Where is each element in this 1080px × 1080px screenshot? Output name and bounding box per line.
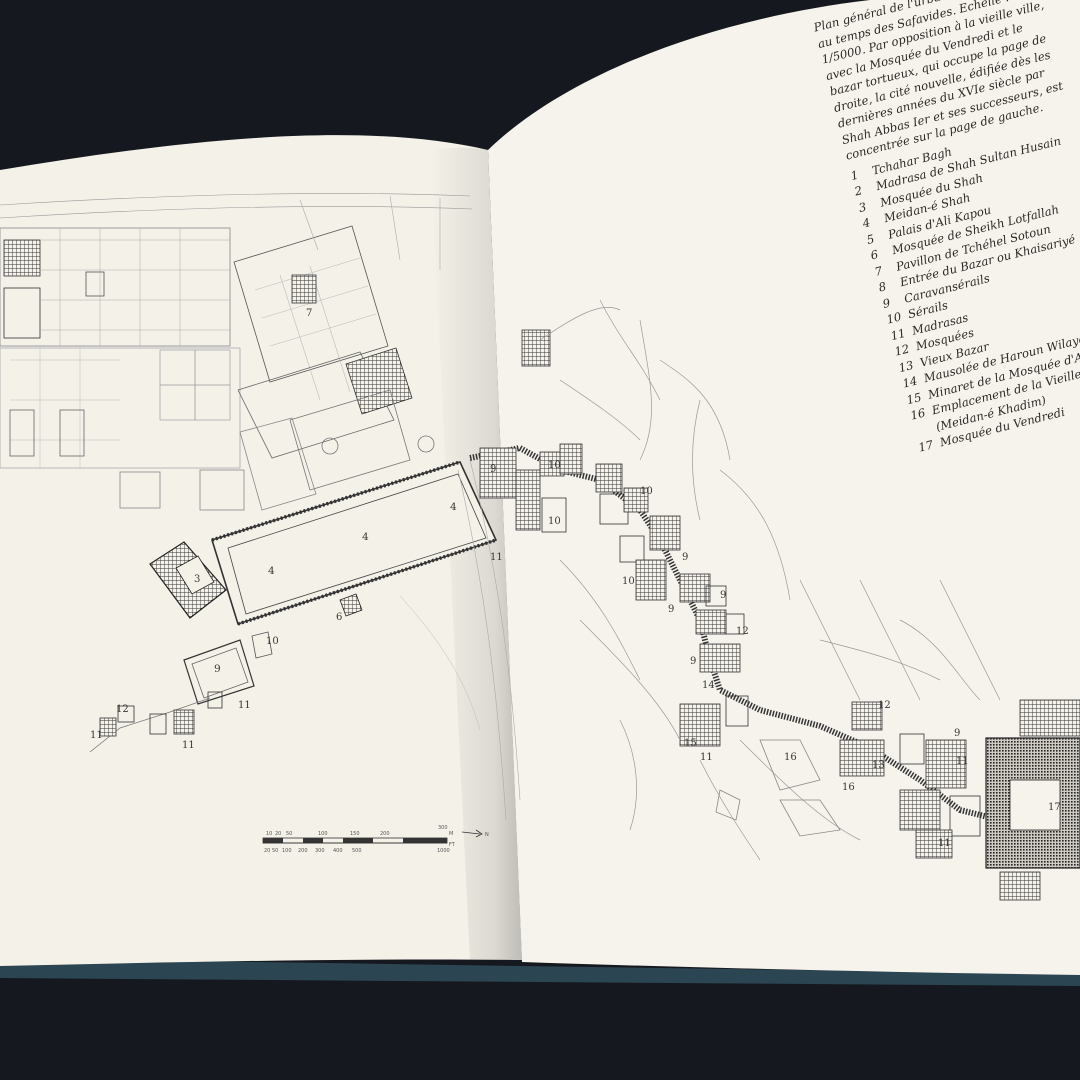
map-label: 10 xyxy=(548,460,561,471)
map-label: 9 xyxy=(668,604,674,615)
map-label: 17 xyxy=(1048,802,1061,813)
scale-bottom-tick: 20 xyxy=(264,848,270,854)
scale-top-tick: 150 xyxy=(350,831,360,837)
map-label: 9 xyxy=(214,663,221,675)
scale-bottom-tick: 500 xyxy=(352,848,362,854)
map-label: 16 xyxy=(784,752,797,763)
map-label: 11 xyxy=(700,752,713,763)
right-page xyxy=(488,0,1080,975)
scale-bottom-tick: 50 xyxy=(272,848,278,854)
scale-top-tick: 200 xyxy=(380,831,390,837)
map-label: 3 xyxy=(194,574,200,585)
scale-top-tick: 10 xyxy=(266,831,272,837)
map-label: 9 xyxy=(720,590,726,601)
scale-top-tick: 100 xyxy=(318,831,328,837)
map-label: 12 xyxy=(736,626,749,637)
map-old-city xyxy=(469,299,1080,901)
map-label: 10 xyxy=(640,486,653,497)
map-label: 10 xyxy=(622,576,635,587)
scale-unit-top: M xyxy=(449,831,453,837)
map-label: 12 xyxy=(878,700,891,711)
scale-unit-bottom: FT xyxy=(449,842,456,848)
scale-bottom-tick: 1000 xyxy=(437,848,450,854)
map-label: 10 xyxy=(266,636,279,647)
book-cover-edge xyxy=(0,958,1080,986)
scale-north-arrow: N xyxy=(485,832,489,838)
scale-top-tick: 50 xyxy=(286,831,292,837)
map-label: 11 xyxy=(956,756,969,767)
map-label: 14 xyxy=(702,680,715,691)
map-label: 15 xyxy=(684,738,697,749)
map-label: 10 xyxy=(548,516,561,527)
scale-bottom-tick: 400 xyxy=(333,848,343,854)
map-label: 11 xyxy=(238,700,251,711)
map-label: 9 xyxy=(490,464,496,475)
scale-top-tick: 20 xyxy=(275,831,281,837)
scale-bottom-tick: 100 xyxy=(282,848,292,854)
map-label: 9 xyxy=(682,552,688,563)
map-label: 11 xyxy=(938,838,951,849)
map-new-city xyxy=(0,193,521,821)
map-label: 11 xyxy=(490,552,503,563)
map-label: 4 xyxy=(450,501,457,513)
map-label: 9 xyxy=(690,656,696,667)
scale-bar: 10 20 50 100 150 200 300 M 20 50 100 200… xyxy=(262,825,489,854)
map-label: 4 xyxy=(362,531,369,543)
map-labels: 4 4 4 3 6 7 9 9 9 9 9 9 9 10 10 10 10 10… xyxy=(90,308,1061,849)
map-label: 16 xyxy=(842,782,855,793)
map-label: 11 xyxy=(90,730,103,741)
map-label: 4 xyxy=(268,565,275,577)
scale-top-end: 300 xyxy=(438,825,448,831)
scale-bottom-tick: 200 xyxy=(298,848,308,854)
map-label: 7 xyxy=(306,308,312,319)
gutter-shadow xyxy=(430,147,522,960)
map-label: 13 xyxy=(872,760,885,771)
map-label: 6 xyxy=(336,612,342,623)
map-label: 11 xyxy=(182,740,195,751)
map-label: 9 xyxy=(954,728,960,739)
map-label: 12 xyxy=(116,704,129,715)
scale-bottom-tick: 300 xyxy=(315,848,325,854)
